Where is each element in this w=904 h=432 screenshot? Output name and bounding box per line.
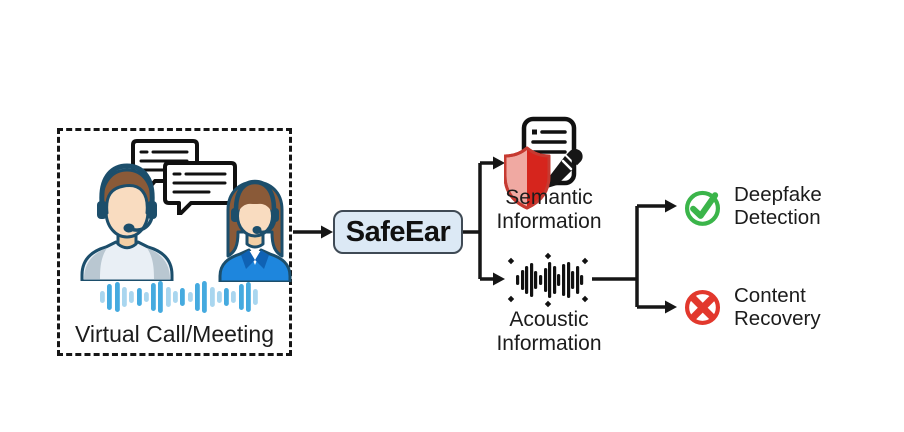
male-caller-icon [80,163,174,281]
connector-source-to-safeear [293,225,333,239]
check-circle-icon [684,190,721,226]
connector-safeear-branch [463,163,482,279]
acoustic-information-label: Acoustic Information [474,308,624,356]
connector-to-recovery [637,300,677,314]
connector-to-semantic [480,156,505,170]
document-shield-pencil-icon [504,116,583,210]
acoustic-line2: Information [496,332,602,355]
voiceprint-icon [507,252,589,308]
audio-waveform-icon [100,281,258,313]
deepfake-detection-label: Deepfake Detection [734,183,822,229]
connector-to-acoustic [480,272,505,286]
connector-to-deepfake [637,199,677,213]
cross-circle-icon [684,289,721,326]
content-recovery-label: Content Recovery [734,284,821,330]
deepfake-line1: Deepfake [734,183,822,206]
semantic-information-label: Semantic Information [474,186,624,234]
recovery-line1: Content [734,284,806,307]
female-caller-icon [218,179,292,282]
source-label: Virtual Call/Meeting [74,321,274,347]
semantic-line1: Semantic [505,186,593,209]
acoustic-line1: Acoustic [509,308,589,331]
semantic-line2: Information [496,210,602,233]
recovery-line2: Recovery [734,307,821,330]
connector-acoustic-branch [592,206,639,307]
deepfake-line2: Detection [734,206,821,229]
safeear-node: SafeEar [333,210,463,254]
virtual-call-group [57,128,292,356]
safeear-label: SafeEar [345,215,451,248]
